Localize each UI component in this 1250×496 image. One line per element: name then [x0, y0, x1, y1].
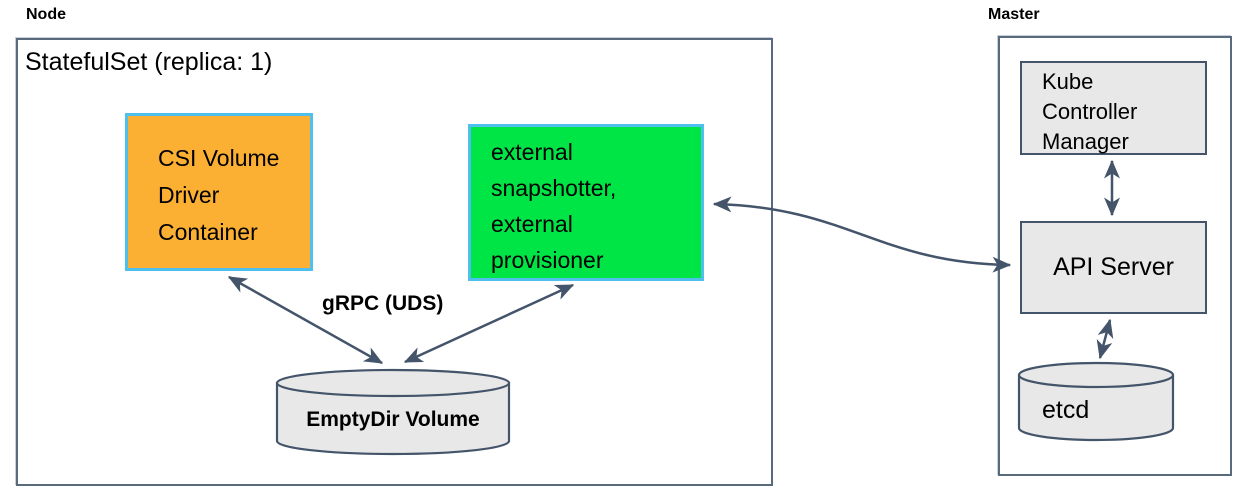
- kcm-box-line: Manager: [1042, 129, 1129, 154]
- sidecar-box-line: external: [491, 211, 573, 237]
- arrow-external-emptydir: [403, 283, 575, 364]
- csi-box-line: Driver: [158, 182, 220, 208]
- etcd-label: etcd: [1042, 396, 1090, 424]
- api-server-box: API Server: [1020, 221, 1207, 314]
- statefulset-title: StatefulSet (replica: 1): [25, 48, 273, 76]
- arrow-external-apiserver: [712, 196, 1012, 273]
- csi-volume-driver-box: CSI Volume Driver Container: [125, 113, 313, 271]
- external-sidecar-box: external snapshotter, external provision…: [468, 124, 704, 281]
- sidecar-box-line: provisioner: [491, 247, 604, 273]
- master-label: Master: [988, 6, 1040, 23]
- arrow-apiserver-etcd: [1096, 318, 1114, 360]
- sidecar-box-line: external: [491, 139, 573, 165]
- arrow-csi-emptydir: [227, 275, 384, 365]
- etcd-cylinder: [1017, 361, 1175, 442]
- kube-controller-manager-box: Kube Controller Manager: [1020, 61, 1207, 155]
- api-server-label: API Server: [1053, 253, 1174, 281]
- kcm-box-line: Kube: [1042, 69, 1094, 94]
- csi-box-line: CSI Volume: [158, 145, 280, 171]
- node-label: Node: [26, 6, 66, 23]
- emptydir-volume-label: EmptyDir Volume: [306, 408, 480, 431]
- csi-box-line: Container: [158, 219, 258, 245]
- emptydir-volume-cylinder: [275, 368, 511, 456]
- sidecar-box-line: snapshotter,: [491, 175, 617, 201]
- kcm-box-line: Controller: [1042, 99, 1138, 124]
